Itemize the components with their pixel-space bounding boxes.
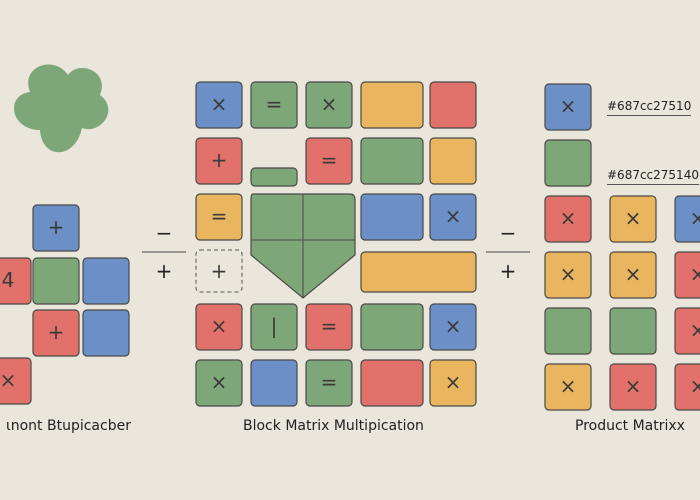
center-r2-c5	[429, 137, 477, 185]
right-caption: Product Matrixx	[575, 418, 685, 434]
center-r5-c5	[429, 303, 477, 351]
center-r2-c4	[360, 137, 424, 185]
right-r3-c2	[609, 307, 657, 355]
right-r2-c2-glyph: ×	[625, 262, 642, 286]
right-r2-c3-glyph: ×	[690, 262, 700, 286]
center-r1-c1	[195, 81, 243, 129]
operator-left-bottom: +	[156, 259, 173, 283]
left-cell-2	[0, 257, 32, 305]
right-top-1	[544, 83, 592, 131]
right-r2-c1-glyph: ×	[560, 262, 577, 286]
right-r1-c1-glyph: ×	[560, 206, 577, 230]
right-top-2	[544, 139, 592, 187]
left-cell-3	[32, 257, 80, 305]
right-r1-c2-glyph: ×	[625, 206, 642, 230]
center-r5-c2-glyph: |	[271, 314, 278, 338]
center-r3-c5-glyph: ×	[445, 204, 462, 228]
center-r5-c1-glyph: ×	[211, 314, 228, 338]
center-r3-c1	[195, 193, 243, 241]
operator-right-top: −	[500, 221, 517, 245]
center-r1-c2-glyph: =	[266, 92, 283, 116]
right-r1-c1	[544, 195, 592, 243]
right-r2-c2	[609, 251, 657, 299]
center-r2-c1-glyph: +	[211, 148, 228, 172]
right-top-1-glyph: ×	[560, 94, 577, 118]
operator-left-top: −	[156, 221, 173, 245]
right-r3-c3	[674, 307, 700, 355]
right-r2-c3	[674, 251, 700, 299]
center-r5-c2	[250, 303, 298, 351]
center-r6-c3-glyph: =	[321, 370, 338, 394]
center-r6-c3	[305, 359, 353, 407]
center-r1-c4	[360, 81, 424, 129]
hex-label-1: #687cc27510	[607, 99, 692, 116]
left-cell-1-glyph: +	[48, 215, 65, 239]
right-r4-c3-glyph: ×	[690, 374, 700, 398]
center-r4-wide	[360, 251, 477, 293]
right-r4-c3	[674, 363, 700, 411]
center-r5-c4	[360, 303, 424, 351]
left-cell-6	[82, 309, 130, 357]
left-matrix-caption: ιnont Btupicacber	[6, 418, 131, 434]
right-r3-c1	[544, 307, 592, 355]
dashed-placeholder-glyph: +	[211, 259, 228, 283]
center-r6-c4	[360, 359, 424, 407]
cloud-blob-icon	[13, 64, 109, 153]
center-r6-c1-glyph: ×	[211, 370, 228, 394]
center-r6-c5-glyph: ×	[445, 370, 462, 394]
left-cell-7	[0, 357, 32, 405]
right-r3-c3-glyph: ×	[690, 318, 700, 342]
right-r4-c1	[544, 363, 592, 411]
right-r1-c2	[609, 195, 657, 243]
center-r5-c3-glyph: =	[321, 314, 338, 338]
center-r1-c3	[305, 81, 353, 129]
left-cell-1	[32, 204, 80, 252]
center-r1-c2	[250, 81, 298, 129]
right-r1-c3-glyph: ×	[690, 206, 700, 230]
operator-right-bottom: +	[500, 259, 517, 283]
center-r2-bar	[250, 167, 298, 187]
left-cell-5	[32, 309, 80, 357]
center-r6-c1	[195, 359, 243, 407]
center-caption: Block Matrix Multipication	[243, 418, 424, 434]
center-r6-c5	[429, 359, 477, 407]
center-r3-c4	[360, 193, 424, 241]
center-r5-c5-glyph: ×	[445, 314, 462, 338]
center-r1-c1-glyph: ×	[211, 92, 228, 116]
left-cell-7-glyph: ×	[0, 368, 16, 392]
right-r1-c3	[674, 195, 700, 243]
center-r2-c3-glyph: =	[321, 148, 338, 172]
center-r5-c1	[195, 303, 243, 351]
center-r2-c3	[305, 137, 353, 185]
right-r4-c2-glyph: ×	[625, 374, 642, 398]
left-cell-2-glyph: 4	[2, 268, 15, 292]
right-r2-c1	[544, 251, 592, 299]
left-cell-4	[82, 257, 130, 305]
right-r4-c2	[609, 363, 657, 411]
center-r6-c2	[250, 359, 298, 407]
hex-label-2: #687cc275140	[607, 168, 699, 185]
center-r5-c3	[305, 303, 353, 351]
center-r1-c5	[429, 81, 477, 129]
center-r3-c5	[429, 193, 477, 241]
left-cell-5-glyph: +	[48, 320, 65, 344]
center-r3-c1-glyph: =	[211, 204, 228, 228]
right-r4-c1-glyph: ×	[560, 374, 577, 398]
center-r1-c3-glyph: ×	[321, 92, 338, 116]
center-r2-c1	[195, 137, 243, 185]
